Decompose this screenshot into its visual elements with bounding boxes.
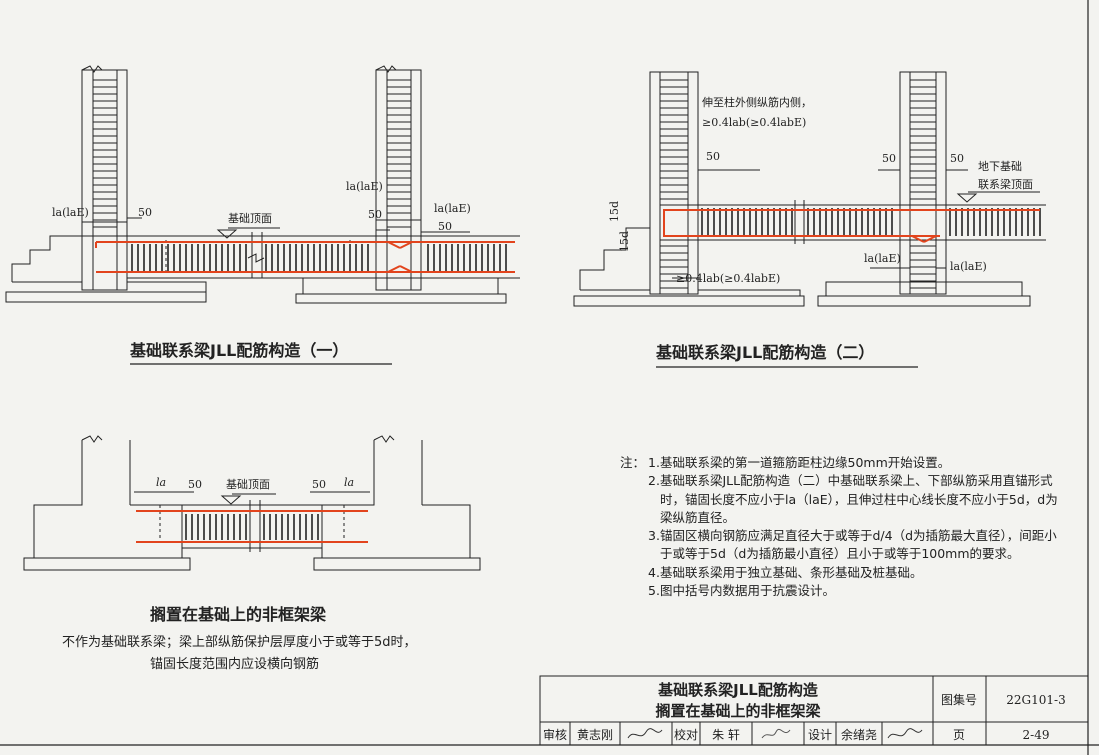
d2-footing-right-base <box>817 295 1031 307</box>
tb-checker-signature <box>761 728 791 739</box>
note-item: 4. 基础联系梁用于独立基础、条形基础及桩基础。 <box>620 564 1060 582</box>
tb-checker: 朱 轩 <box>712 728 740 742</box>
diagram-3-rebar <box>136 510 368 543</box>
d3-la-right: la <box>344 476 354 489</box>
note-item: 注： 1. 基础联系梁的第一道箍筋距柱边缘50mm开始设置。 <box>620 454 1060 472</box>
d1-50-left: 50 <box>138 206 152 219</box>
left-column <box>81 69 128 291</box>
tb-title-line1: 基础联系梁JLL配筋构造 <box>657 681 818 699</box>
d2-bottom-anchor: ≥0.4lab(≥0.4labE) <box>676 272 780 285</box>
d2-50-b: 50 <box>882 152 896 165</box>
note-num: 5. <box>648 583 660 599</box>
d2-right-column <box>899 71 947 295</box>
note-item: 2. 基础联系梁JLL配筋构造（二）中基础联系梁上、下部纵筋采用直锚形式时，锚固… <box>620 472 1060 527</box>
d2-50-a: 50 <box>706 150 720 163</box>
footing-left-steps <box>11 235 82 282</box>
d1-la-left: la(laE) <box>52 206 89 219</box>
d3-base-top-label: 基础顶面 <box>226 478 270 491</box>
d2-basement-line2: 联系梁顶面 <box>978 177 1033 191</box>
note-text: 基础联系梁的第一道箍筋距柱边缘50mm开始设置。 <box>660 455 951 470</box>
d2-footing-left <box>573 295 805 307</box>
tb-atlas-no: 22G101-3 <box>1006 693 1065 707</box>
d3-50-right: 50 <box>312 478 326 491</box>
d2-la-b1: la(laE) <box>864 252 901 265</box>
diagram-1 <box>5 65 520 304</box>
notes-block: 注： 1. 基础联系梁的第一道箍筋距柱边缘50mm开始设置。 2. 基础联系梁J… <box>620 454 1060 600</box>
diagram-3-note-line2: 锚固长度范围内应设横向钢筋 <box>150 657 320 672</box>
d1-50-mid: 50 <box>368 208 382 221</box>
note-text: 锚固区横向钢筋应满足直径大于或等于d/4（d为插筋最大直径），间距小于或等于5d… <box>660 528 1057 562</box>
footing-right <box>302 277 499 295</box>
d2-15d-b: 15d <box>618 231 631 252</box>
note-item: 5. 图中括号内数据用于抗震设计。 <box>620 582 1060 600</box>
d2-bottom-rebar <box>663 210 940 237</box>
d2-left-column <box>649 71 699 295</box>
d2-extend-line2: ≥0.4lab(≥0.4labE) <box>702 116 806 129</box>
note-num: 3. <box>648 528 660 544</box>
d2-15d: 15d <box>608 201 621 222</box>
diagram-2-rebar <box>663 209 1040 243</box>
title-block <box>539 675 1089 746</box>
tb-reviewer-signature <box>627 728 663 739</box>
tb-page-label: 页 <box>953 728 965 742</box>
note-num: 2. <box>648 473 660 489</box>
footing-right-base <box>295 293 507 304</box>
d1-la-mid: la(laE) <box>346 180 383 193</box>
note-text: 基础联系梁用于独立基础、条形基础及桩基础。 <box>660 564 923 580</box>
d3-left-support <box>33 435 182 559</box>
tb-reviewer: 黄志刚 <box>577 728 613 742</box>
beam-stirrups <box>131 244 507 272</box>
note-text: 图中括号内数据用于抗震设计。 <box>660 583 836 599</box>
tb-check-label: 校对 <box>674 727 698 742</box>
tb-title-line2: 搁置在基础上的非框架梁 <box>655 702 821 720</box>
d2-column-ties-left <box>660 79 688 289</box>
diagram-2 <box>573 71 1046 307</box>
right-column <box>375 69 422 291</box>
note-text: 基础联系梁JLL配筋构造（二）中基础联系梁上、下部纵筋采用直锚形式时，锚固长度不… <box>660 473 1058 525</box>
diagram-3-note-line1: 不作为基础联系梁；梁上部纵筋保护层厚度小于或等于5d时， <box>62 635 417 650</box>
diagram-3 <box>23 435 481 571</box>
tb-page-no: 2-49 <box>1023 728 1050 742</box>
d3-50-left: 50 <box>188 478 202 491</box>
footing-left-base <box>5 291 207 303</box>
note-item: 3. 锚固区横向钢筋应满足直径大于或等于d/4（d为插筋最大直径），间距小于或等… <box>620 527 1060 564</box>
d2-50-c: 50 <box>950 152 964 165</box>
d3-beam-stirrups <box>185 514 319 540</box>
note-num: 1. <box>648 455 660 470</box>
diagram-3-note: 不作为基础联系梁；梁上部纵筋保护层厚度小于或等于5d时， 锚固长度范围内应设横向… <box>62 632 502 676</box>
tb-review-label: 审核 <box>543 727 567 742</box>
d3-right-support <box>321 435 471 559</box>
d3-la-left: la <box>156 476 166 489</box>
d2-beam-stirrups <box>701 208 1041 236</box>
column-ties-left <box>93 79 117 228</box>
d2-la-b2: la(laE) <box>950 260 987 273</box>
d1-50-right: 50 <box>438 220 452 233</box>
d1-la-right: la(laE) <box>434 202 471 215</box>
d2-column-ties-right <box>910 79 936 289</box>
diagram-1-title: 基础联系梁JLL配筋构造（一） <box>129 341 348 360</box>
d3-right-base <box>313 557 481 571</box>
tb-design-label: 设计 <box>808 728 832 742</box>
tb-designer: 余绪尧 <box>841 727 877 742</box>
d1-base-top-label: 基础顶面 <box>228 212 272 225</box>
column-ties-right <box>387 79 411 228</box>
d3-left-base <box>23 557 191 571</box>
note-num: 4. <box>648 564 660 580</box>
notes-lead: 注： <box>620 455 646 470</box>
tb-atlas-label: 图集号 <box>941 692 977 707</box>
diagram-1-rebar <box>95 241 515 273</box>
diagram-3-title: 搁置在基础上的非框架梁 <box>150 605 327 624</box>
d2-extend-line1: 伸至柱外侧纵筋内侧， <box>702 95 812 109</box>
tb-designer-signature <box>887 728 923 739</box>
diagram-2-title: 基础联系梁JLL配筋构造（二） <box>655 343 874 362</box>
d2-basement-line1: 地下基础 <box>978 160 1022 173</box>
